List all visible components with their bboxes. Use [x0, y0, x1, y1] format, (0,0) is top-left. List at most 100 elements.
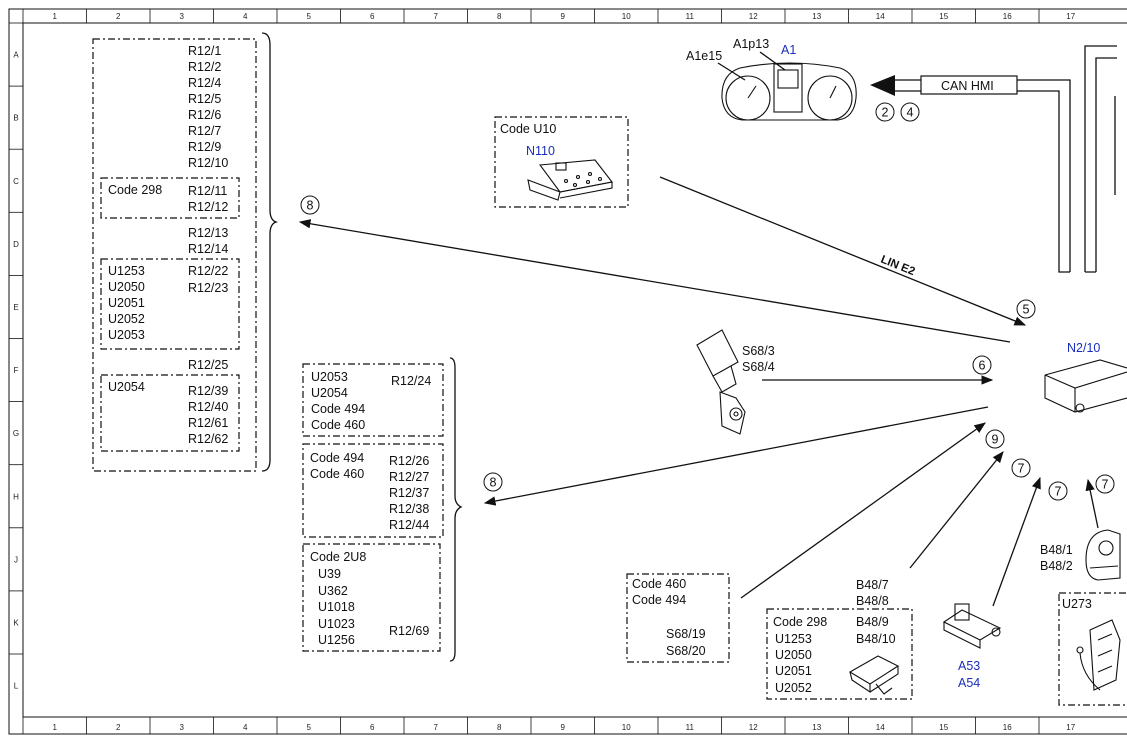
mid-box-2 — [302, 443, 444, 538]
grid-col-label: 6 — [370, 723, 375, 732]
code-label: Code 2U8 — [310, 550, 366, 564]
b48-sensor-icon — [848, 655, 900, 695]
u-codes-box — [100, 258, 240, 350]
lin-e2-line — [659, 176, 1027, 326]
label-a1p13: A1p13 — [733, 37, 769, 51]
u2054-box — [100, 374, 240, 452]
b48-label: B48/1 — [1040, 543, 1073, 557]
brace-top-left — [261, 32, 279, 472]
grid-col-label: 17 — [1066, 12, 1075, 21]
grid-col-label: 10 — [622, 12, 631, 21]
code-label: U2053 — [108, 328, 145, 342]
code-label: Code 494 — [311, 402, 365, 416]
grid-col-label: 17 — [1066, 723, 1075, 732]
grid-col-label: 3 — [180, 723, 185, 732]
component-a53: A53 — [958, 659, 980, 673]
brace-mid-left — [449, 357, 463, 662]
r12-label: R12/2 — [188, 60, 221, 74]
can-arrow-head — [870, 75, 895, 96]
grid-col-label: 5 — [307, 723, 312, 732]
grid-col-label: 3 — [180, 12, 185, 21]
grid-col-label: 16 — [1003, 723, 1012, 732]
circle-number: 7 — [1055, 485, 1062, 499]
lin-e2-label: LIN E2 — [879, 254, 917, 279]
grid-row-label: G — [13, 429, 19, 438]
code-label: Code 460 — [632, 577, 686, 591]
grid-col-label: 9 — [561, 12, 566, 21]
mid-box-3 — [302, 543, 441, 652]
circle-number: 8 — [307, 199, 314, 213]
grid-row-label: H — [13, 492, 19, 501]
r12-label: R12/11 — [188, 184, 227, 198]
r12-label: R12/61 — [188, 416, 228, 430]
group-top-left-box — [92, 38, 257, 472]
r12-label: R12/23 — [188, 281, 228, 295]
grid-row-label: D — [13, 240, 19, 249]
grid-frame: 1122334455667788991010111112121313141415… — [8, 8, 1127, 735]
grid-row-label: E — [13, 303, 18, 312]
grid-col-label: 5 — [307, 12, 312, 21]
arrow-8-top — [298, 219, 1011, 343]
r12-label: R12/69 — [389, 624, 429, 638]
b48-label: B48/8 — [856, 594, 889, 608]
grid-col-label: 15 — [939, 723, 948, 732]
grid-row-label: J — [14, 555, 18, 564]
r12-label: R12/6 — [188, 108, 221, 122]
code460-box — [626, 573, 730, 663]
code-label: U2050 — [108, 280, 145, 294]
code-label: U2052 — [108, 312, 145, 326]
code-label: U1018 — [318, 600, 355, 614]
grid-row-label: A — [13, 51, 19, 60]
group-mid-left: U2053 U2054 Code 494 Code 460 R12/24 Cod… — [302, 357, 463, 662]
grid-col-label: 12 — [749, 723, 758, 732]
leader-line — [759, 51, 786, 71]
can-hmi-bus: CAN HMI — [870, 45, 1117, 273]
label-a1e15: A1e15 — [686, 49, 722, 63]
grid-col-label: 4 — [243, 723, 248, 732]
grid-col-label: 14 — [876, 723, 885, 732]
mid-box-1 — [302, 363, 444, 437]
b48-box — [766, 608, 913, 700]
r12-label: R12/25 — [188, 358, 228, 372]
r12-label: R12/62 — [188, 432, 228, 446]
grid-col-label: 10 — [622, 723, 631, 732]
code-label: U2051 — [108, 296, 145, 310]
code-label: U2053 — [311, 370, 348, 384]
grid-col-label: 13 — [812, 723, 821, 732]
code-label: U39 — [318, 567, 341, 581]
s68-label: S68/3 — [742, 344, 775, 358]
circle-number: 6 — [979, 359, 986, 373]
u273-component-icon — [1076, 619, 1121, 691]
grid-col-label: 4 — [243, 12, 248, 21]
grid-col-label: 7 — [434, 723, 439, 732]
r12-label: R12/4 — [188, 76, 221, 90]
arrow-9 — [909, 451, 1004, 569]
code-label: U2054 — [311, 386, 348, 400]
code-label: Code 460 — [311, 418, 365, 432]
r12-label: R12/26 — [389, 454, 429, 468]
b48-right-sensor-icon — [1085, 529, 1121, 581]
r12-label: R12/24 — [391, 374, 431, 388]
grid-col-label: 11 — [686, 723, 695, 732]
grid-col-label: 2 — [116, 723, 121, 732]
grid-col-label: 8 — [497, 12, 502, 21]
grid-col-label: 2 — [116, 12, 121, 21]
code-label: Code 494 — [632, 593, 686, 607]
b48-label: B48/2 — [1040, 559, 1073, 573]
circle-number: 9 — [992, 433, 999, 447]
instrument-cluster: A1e15 A1p13 A1 — [686, 37, 857, 121]
r12-label: R12/14 — [188, 242, 228, 256]
b48-label: B48/9 — [856, 615, 889, 629]
r12-label: R12/5 — [188, 92, 221, 106]
grid-col-label: 16 — [1003, 12, 1012, 21]
grid-col-label: 14 — [876, 12, 885, 21]
circle-number: 5 — [1023, 303, 1030, 317]
r12-label: R12/1 — [188, 44, 221, 58]
grid-col-label: 9 — [561, 723, 566, 732]
s68-label: S68/20 — [666, 644, 706, 658]
code-u10-box — [494, 116, 629, 208]
code-label: Code U10 — [500, 122, 556, 136]
grid-col-label: 15 — [939, 12, 948, 21]
grid-col-label: 11 — [686, 12, 695, 21]
